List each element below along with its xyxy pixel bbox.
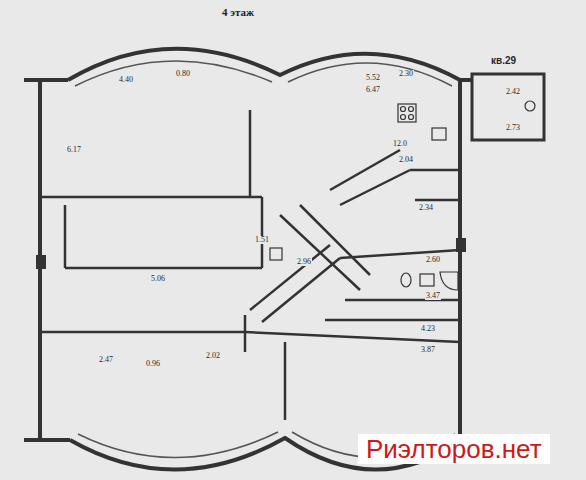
dimension: 2.73 bbox=[505, 124, 521, 132]
dimension: 4.40 bbox=[118, 76, 134, 84]
dimension: 2.04 bbox=[398, 156, 414, 164]
watermark: Риэлторов.нет bbox=[358, 434, 550, 464]
dimension: 2.47 bbox=[98, 356, 114, 364]
dimension: 0.80 bbox=[175, 70, 191, 78]
dimension: 2.96 bbox=[296, 258, 312, 266]
dimension: 6.17 bbox=[66, 146, 82, 154]
dimension: 6.47 bbox=[365, 86, 381, 94]
dimension: 5.52 bbox=[365, 74, 381, 82]
dimension: 2.30 bbox=[398, 70, 414, 78]
dimension: 2.34 bbox=[418, 204, 434, 212]
dimension: 1.51 bbox=[254, 236, 270, 244]
dimension: 4.23 bbox=[420, 325, 436, 333]
dimension: 2.42 bbox=[505, 88, 521, 96]
dimension: 12.0 bbox=[392, 140, 408, 148]
dimension: 0.96 bbox=[145, 360, 161, 368]
dimension: 2.60 bbox=[425, 256, 441, 264]
floor-title: 4 этаж bbox=[222, 6, 254, 18]
dimension: 5.06 bbox=[150, 275, 166, 283]
apartment-number: кв.29 bbox=[490, 56, 517, 66]
dimension: 3.47 bbox=[425, 292, 441, 300]
dimension: 3.87 bbox=[420, 346, 436, 354]
dimension: 2.02 bbox=[205, 352, 221, 360]
